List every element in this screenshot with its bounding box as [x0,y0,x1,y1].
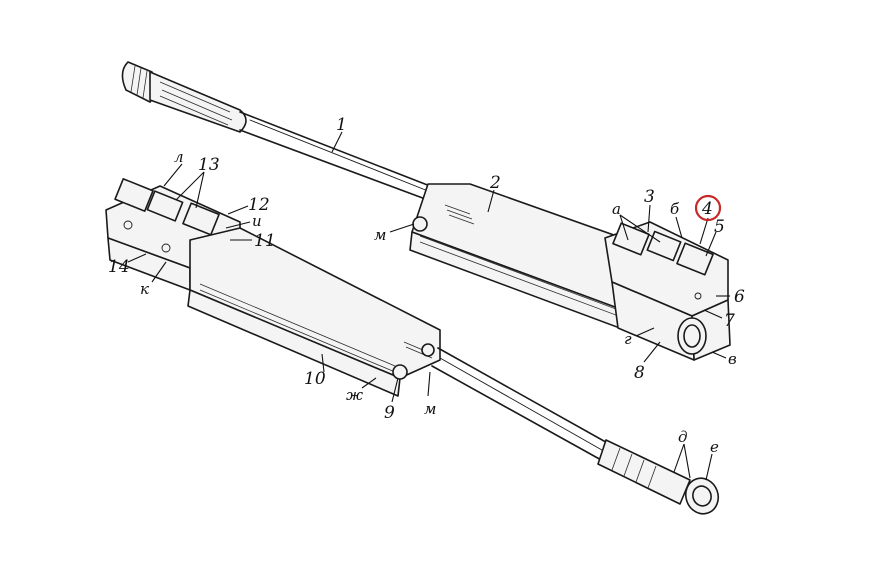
upper-assembly [121,61,731,361]
label-2: 2 [489,173,501,193]
upper-piston-rod [239,111,431,201]
label-v: в [728,350,737,368]
label-1: 1 [336,115,347,135]
upper-bolt-block [604,221,731,361]
label-14: 14 [108,257,130,277]
label-e: е [710,438,719,456]
label-12: 12 [248,195,270,215]
part-labels: 1 2 3 4 5 6 7 8 9 10 11 12 13 14 а б в г… [108,115,745,456]
lower-assembly [105,178,720,515]
label-g: г [624,330,632,348]
lower-end-cap [597,439,720,515]
leader-lines [127,131,730,481]
label-10: 10 [304,369,326,389]
label-5: 5 [714,217,725,237]
label-8: 8 [634,363,645,383]
label-m-bottom: м [424,400,436,418]
highlight-circle [694,194,722,222]
label-9: 9 [384,403,395,423]
lower-piston-rod [431,347,621,467]
label-k: к [140,280,149,298]
label-11: 11 [254,231,276,251]
label-3: 3 [644,187,655,207]
label-7: 7 [724,311,735,331]
label-4: 4 [701,199,713,219]
label-zh: ж [346,386,363,404]
label-l: л [174,148,184,166]
label-m-top: м [374,226,386,244]
label-6: 6 [734,287,745,307]
lower-carrier-body [187,227,441,397]
label-d: д [678,428,688,446]
label-b: б [670,200,680,218]
label-i: и [252,212,262,230]
label-a: а [612,200,621,218]
upper-piston-head [121,61,247,133]
label-13: 13 [198,155,220,175]
